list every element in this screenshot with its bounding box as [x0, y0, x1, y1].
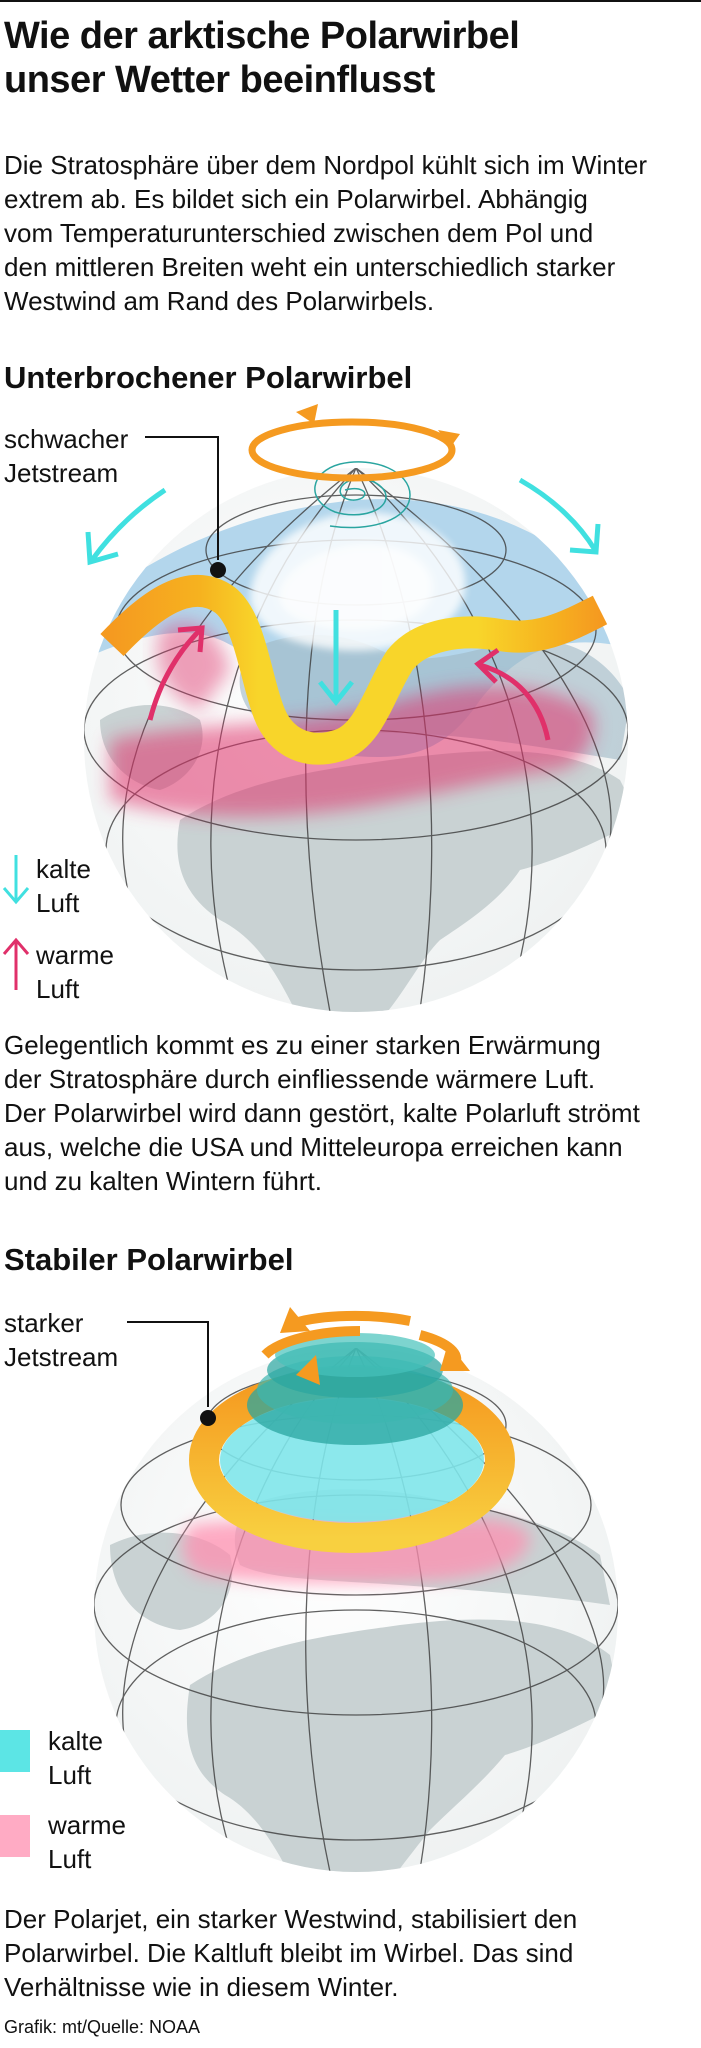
- legend-cold-air-label: kalte Luft: [48, 1724, 103, 1792]
- para-line: und zu kalten Wintern führt.: [4, 1166, 322, 1196]
- disrupted-vortex-paragraph: Gelegentlich kommt es zu einer starken E…: [4, 1028, 701, 1198]
- legend-cold-air-label: kalte Luft: [36, 852, 91, 920]
- legend-line: kalte: [48, 1726, 103, 1756]
- callout-leader: [127, 1321, 209, 1407]
- callout-line: Jetstream: [4, 1342, 119, 1372]
- africa-eurasia-land: [177, 751, 628, 1012]
- cold-air-arrows: [85, 477, 601, 707]
- legend-line: warme: [48, 1810, 127, 1840]
- callout-leader: [145, 436, 219, 560]
- legend-line: warme: [36, 940, 115, 970]
- section-heading-disrupted: Unterbrochener Polarwirbel: [4, 360, 413, 395]
- graticule: [94, 1348, 618, 1872]
- intro-line: Die Stratosphäre über dem Nordpol kühlt …: [4, 150, 648, 180]
- africa-eurasia-land: [187, 1619, 618, 1872]
- title-line-1: Wie der arktische Polarwirbel: [4, 15, 520, 57]
- para-line: Der Polarjet, ein starker Westwind, stab…: [4, 1904, 578, 1934]
- cold-air-swatch-icon: [0, 1730, 30, 1772]
- warm-air-swatch-icon: [0, 1815, 30, 1857]
- para-line: Gelegentlich kommt es zu einer starken E…: [4, 1030, 601, 1060]
- legend-line: Luft: [48, 1760, 92, 1790]
- legend-warm-air-label: warme Luft: [48, 1808, 126, 1876]
- legend-line: Luft: [36, 888, 80, 918]
- stable-vortex-paragraph: Der Polarjet, ein starker Westwind, stab…: [4, 1902, 701, 2004]
- polar-vortex-column: [220, 1333, 484, 1522]
- weak-jetstream: [100, 574, 608, 765]
- intro-line: vom Temperaturunterschied zwischen dem P…: [4, 218, 594, 248]
- para-line: Verhältnisse wie in diesem Winter.: [4, 1972, 399, 2002]
- vortex-spiral: [314, 461, 411, 529]
- section-heading-stable: Stabiler Polarwirbel: [4, 1242, 294, 1277]
- warm-air-arrow-icon: [2, 937, 30, 990]
- callout-dot: [200, 1410, 216, 1426]
- legend-line: Luft: [48, 1844, 92, 1874]
- legend-line: kalte: [36, 854, 91, 884]
- legend-line: Luft: [36, 974, 80, 1004]
- intro-line: Westwind am Rand des Polarwirbels.: [4, 286, 435, 316]
- stable-vortex-globe-figure: [0, 1307, 618, 1872]
- para-line: Der Polarwirbel wird dann gestört, kalte…: [4, 1098, 640, 1128]
- para-line: aus, welche die USA und Mitteleuropa err…: [4, 1132, 623, 1162]
- top-rule: [0, 0, 701, 2]
- para-line: der Stratosphäre durch einfliessende wär…: [4, 1064, 596, 1094]
- rotation-arrowheads: [280, 1307, 470, 1385]
- intro-line: den mittleren Breiten weht ein unterschi…: [4, 252, 616, 282]
- warm-air-arrows: [147, 625, 551, 741]
- cold-air-arrow-icon: [2, 855, 30, 905]
- source-credit: Grafik: mt/Quelle: NOAA: [4, 2017, 201, 2037]
- callout-line: starker: [4, 1308, 84, 1338]
- vortex-rotation-arrow: [248, 404, 460, 482]
- polar-vortex-swirl: [250, 511, 466, 651]
- callout-dot: [210, 562, 226, 578]
- callout-strong-jetstream: starker Jetstream: [4, 1306, 118, 1374]
- para-line: Polarwirbel. Die Kaltluft bleibt im Wirb…: [4, 1938, 574, 1968]
- title-line-2: unser Wetter beeinflusst: [4, 59, 435, 101]
- intro-line: extrem ab. Es bildet sich ein Polarwirbe…: [4, 184, 588, 214]
- callout-line: Jetstream: [4, 458, 119, 488]
- warm-air-patch: [157, 622, 230, 710]
- callout-weak-jetstream: schwacher Jetstream: [4, 422, 128, 490]
- page-title: Wie der arktische Polarwirbel unser Wett…: [4, 14, 694, 102]
- intro-paragraph: Die Stratosphäre über dem Nordpol kühlt …: [4, 148, 699, 318]
- legend-warm-air-label: warme Luft: [36, 938, 114, 1006]
- disrupted-vortex-globe-figure: [2, 404, 628, 1012]
- callout-line: schwacher: [4, 424, 129, 454]
